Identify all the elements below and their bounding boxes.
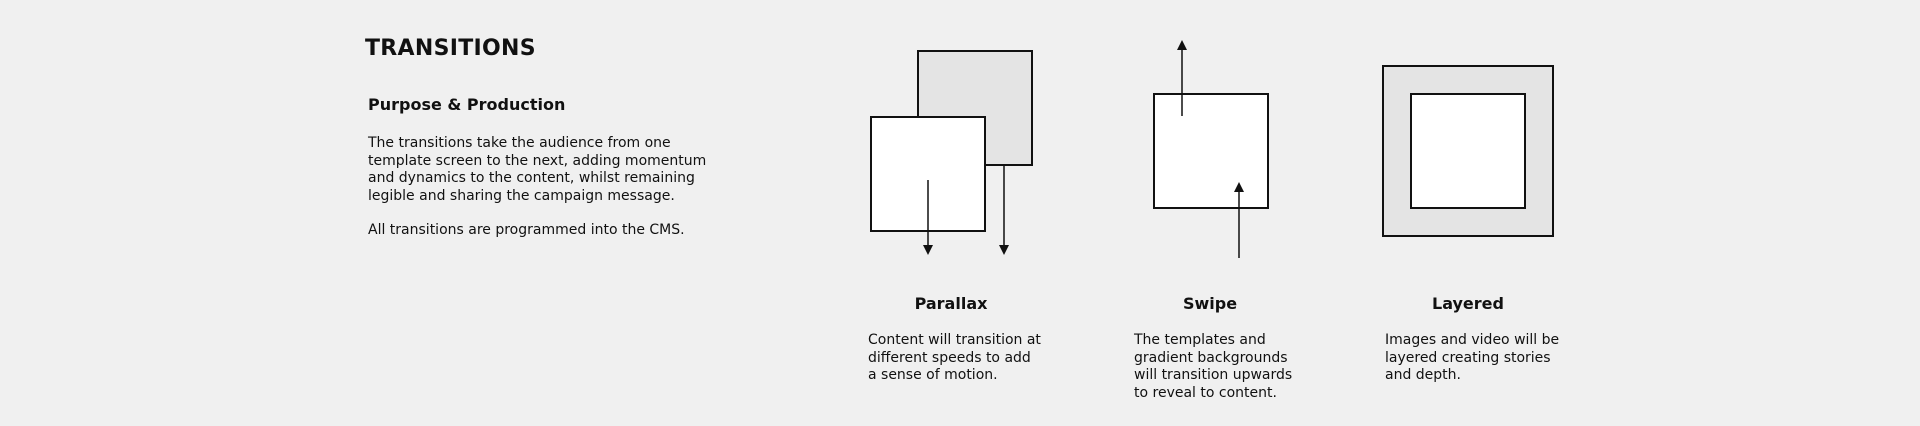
intro-text: The transitions take the audience from o… [368, 135, 708, 257]
swipe-title: Swipe [1182, 294, 1238, 313]
swipe-illustration [1153, 40, 1269, 258]
layered-illustration [1382, 65, 1554, 237]
parallax-description: Content will transition at different spe… [868, 332, 1041, 383]
parallax-title: Parallax [914, 294, 988, 313]
intro-paragraph: All transitions are programmed into the … [368, 222, 685, 238]
swipe-screen [1153, 93, 1269, 209]
layered-inner-layer [1410, 93, 1526, 209]
section-heading: Purpose & Production [368, 95, 566, 114]
swipe-description: The templates and gradient backgrounds w… [1134, 332, 1293, 401]
parallax-illustration [870, 50, 1033, 255]
layered-title: Layered [1432, 294, 1504, 313]
page-title: TRANSITIONS [365, 36, 536, 61]
intro-paragraph: The transitions take the audience from o… [368, 135, 707, 204]
layered-description: Images and video will be layered creatin… [1385, 332, 1560, 383]
